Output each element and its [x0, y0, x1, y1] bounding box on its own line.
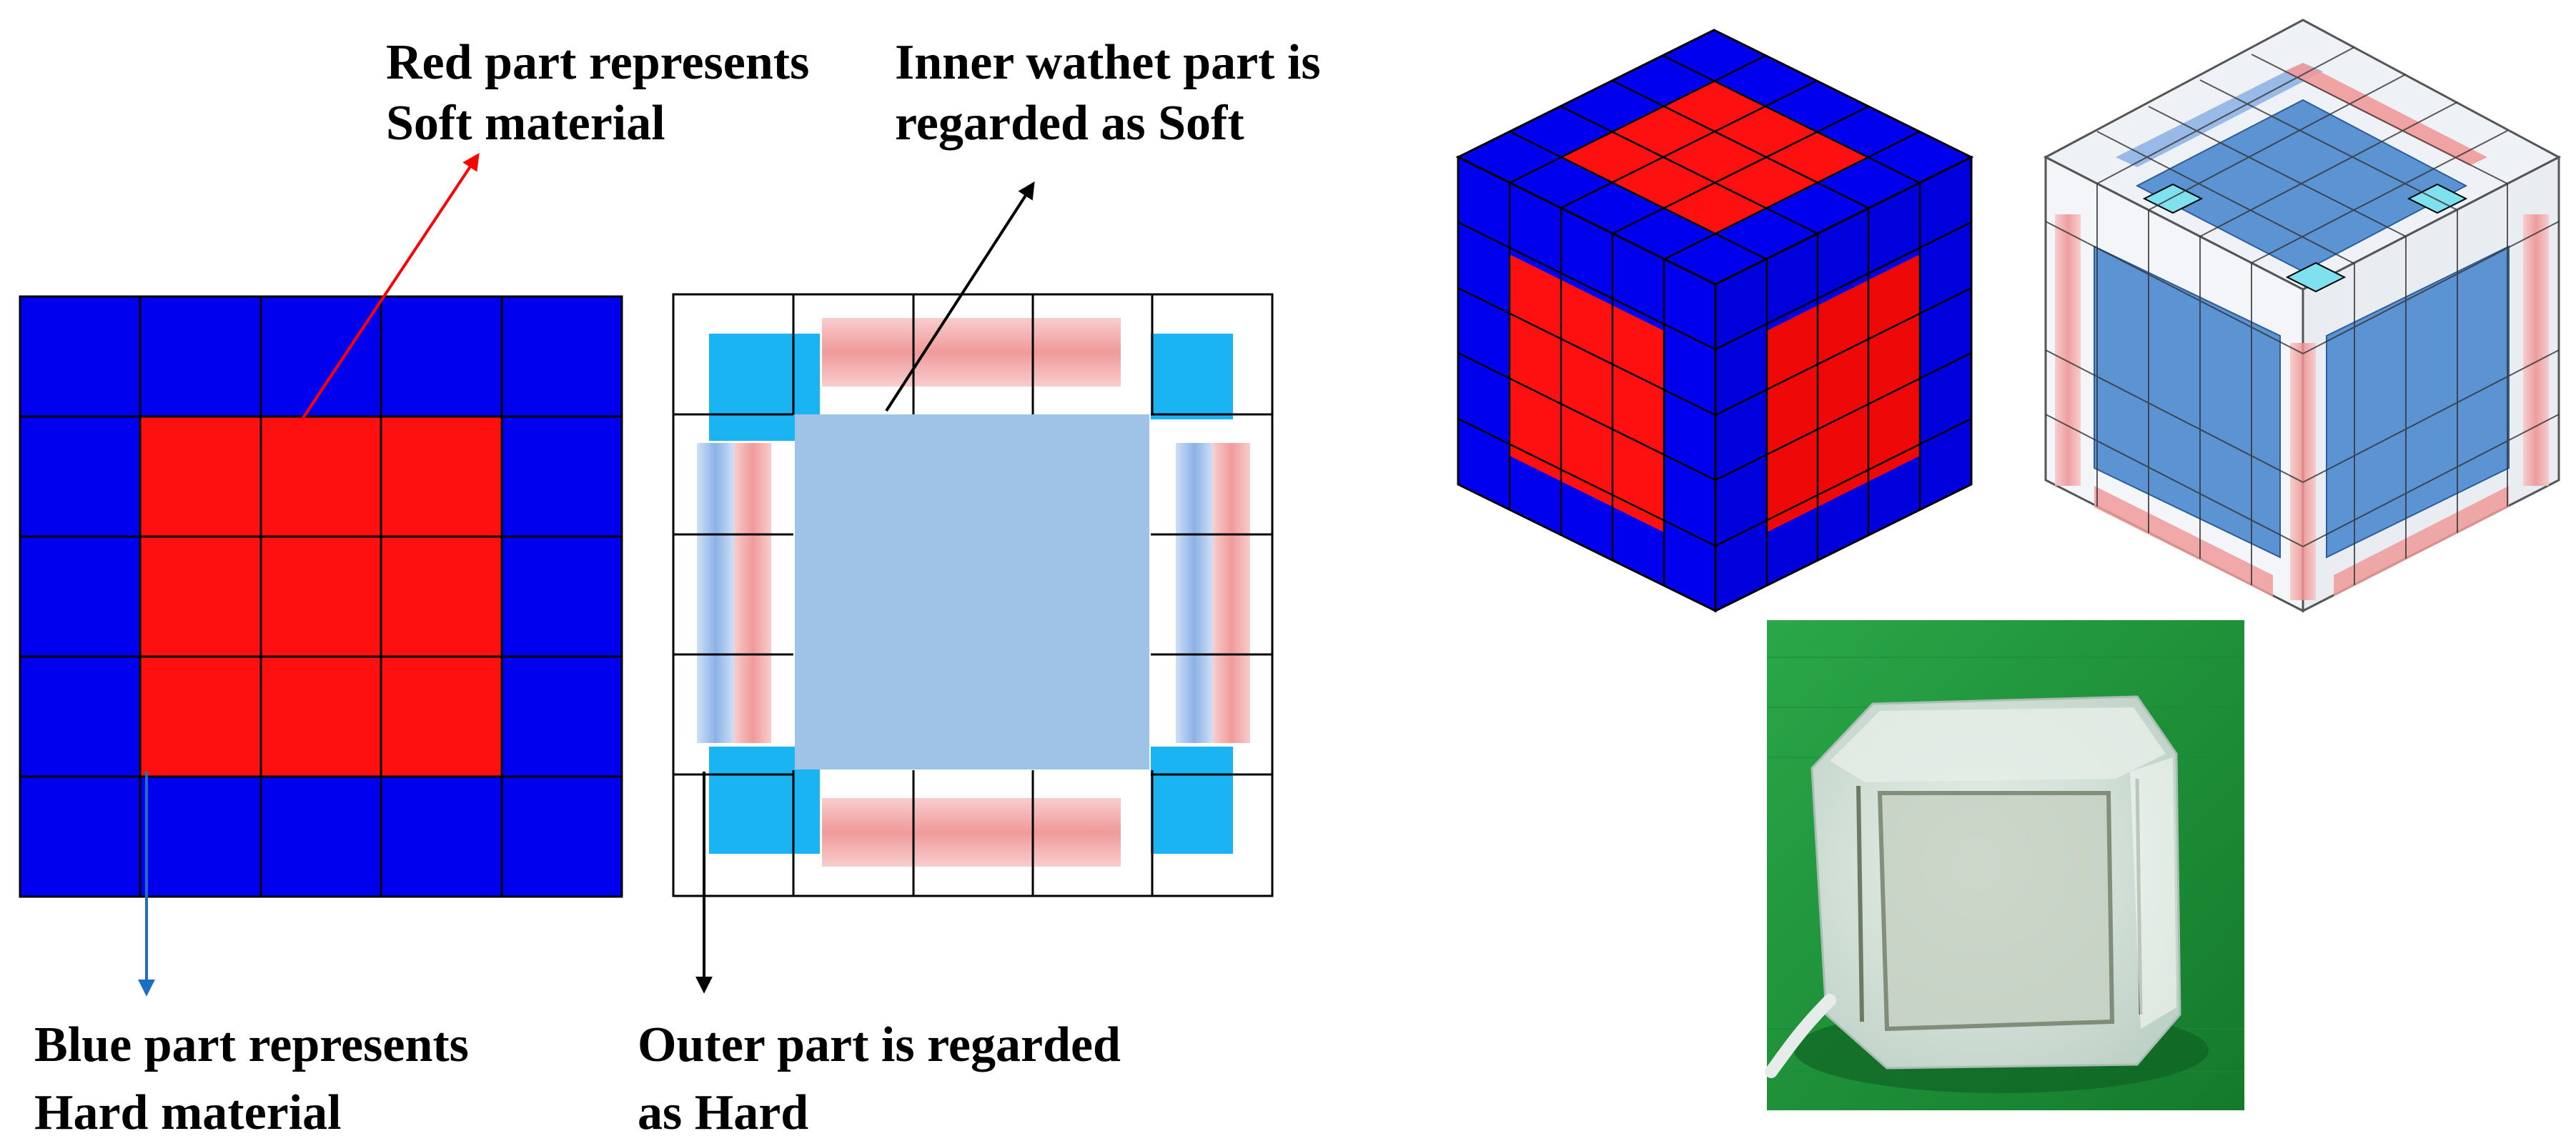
blue-label-line1: Blue part represents	[34, 1017, 469, 1072]
hard-soft-grid	[19, 295, 623, 898]
labels: Red part represents Soft material Inner …	[34, 35, 1321, 1140]
annotation-arrows	[138, 153, 1035, 997]
cube-3d-material	[1455, 29, 1974, 613]
blue-label-line2: Hard material	[34, 1085, 342, 1140]
cube-3d-tube-design	[2043, 19, 2562, 613]
outer-label-line1: Outer part is regarded	[638, 1017, 1121, 1072]
red-label-line1: Red part represents	[386, 35, 809, 90]
red-label-line2: Soft material	[386, 96, 665, 151]
inner-label-line2: regarded as Soft	[895, 96, 1244, 151]
tube-design-grid	[672, 293, 1274, 897]
fabricated-cube-photo	[1765, 620, 2244, 1110]
outer-label-line2: as Hard	[638, 1085, 808, 1140]
inner-label-line1: Inner wathet part is	[895, 35, 1321, 90]
